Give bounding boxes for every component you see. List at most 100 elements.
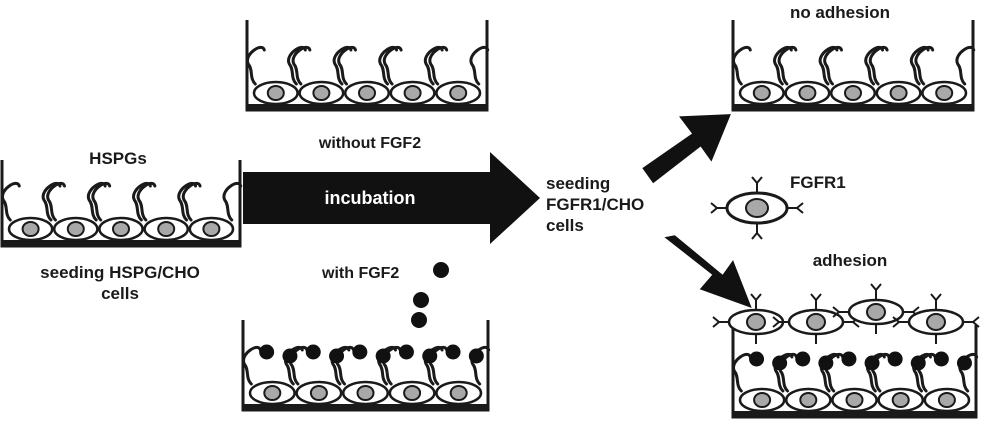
well-adhesion	[731, 325, 979, 419]
falling-fgf2	[411, 262, 449, 328]
bound-fgf2-molecule	[305, 344, 321, 360]
cell-nucleus	[312, 85, 331, 101]
cell-nucleus	[157, 221, 176, 237]
hspg-chain	[823, 45, 843, 86]
cell-nucleus	[752, 85, 771, 101]
fgfr1-receptor-left	[710, 202, 728, 214]
fgfr1-receptor-top	[751, 176, 763, 194]
bound-fgf2-molecule	[398, 344, 414, 360]
label-seeding-hspg-line1: seeding HSPG/CHO	[40, 263, 200, 282]
bound-fgf2-molecule	[795, 351, 811, 367]
bound-fgf2-molecule	[956, 355, 972, 371]
label-fgfr1: FGFR1	[790, 173, 846, 192]
label-without-fgf2: without FGF2	[318, 135, 422, 152]
wells-layer	[0, 20, 979, 419]
hspg-chain	[222, 181, 243, 222]
adhered-fgfr1-cell	[892, 293, 980, 344]
cell-nucleus	[202, 221, 221, 237]
well-no-adhesion	[731, 20, 976, 112]
cell-nucleus	[753, 392, 772, 408]
hspg-chain	[428, 45, 449, 86]
cell-nucleus	[799, 392, 818, 408]
adhered-fgfr1-cells	[712, 283, 980, 344]
hspg-chain	[955, 45, 976, 86]
cell-nucleus	[449, 385, 468, 401]
bound-fgf2-molecule	[329, 348, 345, 364]
hspg-chain	[181, 181, 202, 222]
bound-fgf2-molecule	[422, 348, 438, 364]
fgfr1-receptor-bottom	[751, 222, 763, 240]
hspg-chain	[914, 45, 935, 86]
cell-nucleus	[309, 385, 328, 401]
cell-nucleus	[891, 392, 910, 408]
cell-nucleus	[21, 221, 40, 237]
fgf2-molecule	[411, 312, 427, 328]
well-floor	[733, 104, 973, 111]
label-adhesion: adhesion	[812, 251, 888, 270]
receptor	[962, 316, 980, 328]
cell-nucleus	[935, 85, 954, 101]
bound-fgf2-molecule	[445, 344, 461, 360]
receptor	[832, 306, 850, 318]
hspg-chain	[469, 45, 490, 86]
bound-fgf2-molecule	[749, 351, 765, 367]
label-incubation: incubation	[324, 188, 416, 208]
label-with-fgf2: with FGF2	[322, 265, 400, 282]
label-seeding-fgfr1-line3: cells	[546, 216, 584, 235]
cell-nucleus	[356, 385, 375, 401]
arrow-to-adhesion	[664, 235, 752, 308]
bound-fgf2-molecule	[468, 348, 484, 364]
adhered-fgfr1-cell	[712, 293, 800, 344]
bound-fgf2-molecule	[910, 355, 926, 371]
fgfr1-receptor-right	[786, 202, 804, 214]
label-seeding-hspg-line2: cells	[101, 284, 139, 303]
adhered-fgfr1-cell	[772, 293, 860, 344]
label-seeding-fgfr1: seeding FGFR1/CHO cells	[546, 173, 644, 236]
hspg-chain	[136, 181, 157, 222]
hspg-chain	[291, 45, 312, 86]
receptor	[870, 283, 882, 301]
well-floor	[247, 104, 487, 111]
hspg-chain	[868, 45, 889, 86]
cell-nucleus	[403, 385, 422, 401]
bound-fgf2-molecule	[818, 355, 834, 371]
bound-fgf2-molecule	[375, 348, 391, 364]
bound-fgf2-molecule	[259, 344, 275, 360]
hspg-chain	[245, 45, 266, 86]
cell-nucleus	[449, 85, 468, 101]
bound-fgf2-molecule	[933, 351, 949, 367]
hspg-chain	[46, 181, 66, 222]
bound-fgf2-molecule	[282, 348, 298, 364]
fgf2-molecule	[413, 292, 429, 308]
label-seeding-fgfr1-line2: FGFR1/CHO	[546, 195, 645, 214]
hspg-chain	[91, 181, 112, 222]
cell-nucleus	[112, 221, 130, 237]
hspg-chain	[242, 345, 262, 386]
hspg-chain	[777, 45, 798, 86]
cell-nucleus	[798, 85, 817, 101]
hspg-chain	[731, 352, 752, 393]
receptor	[930, 293, 942, 311]
well-floor	[733, 411, 976, 418]
fgf2-molecule	[433, 262, 449, 278]
well-floor	[2, 240, 240, 247]
hspg-chain	[382, 45, 403, 86]
cell-nucleus	[266, 85, 285, 101]
cell-nucleus	[263, 385, 282, 401]
hspg-chain	[0, 181, 21, 222]
cell-nucleus	[845, 392, 864, 408]
label-seeding-fgfr1-line1: seeding	[546, 174, 611, 193]
hspg-chain	[337, 45, 357, 86]
cell-nucleus	[66, 221, 85, 237]
receptor	[750, 293, 762, 311]
well-initial	[0, 160, 243, 248]
cell-nucleus	[358, 85, 376, 101]
receptor	[712, 316, 730, 328]
well-with-fgf2	[241, 320, 491, 412]
receptor	[892, 316, 910, 328]
bound-fgf2-molecule	[864, 355, 880, 371]
receptor	[810, 293, 822, 311]
cell-nucleus	[844, 85, 862, 101]
well-floor	[243, 404, 488, 411]
